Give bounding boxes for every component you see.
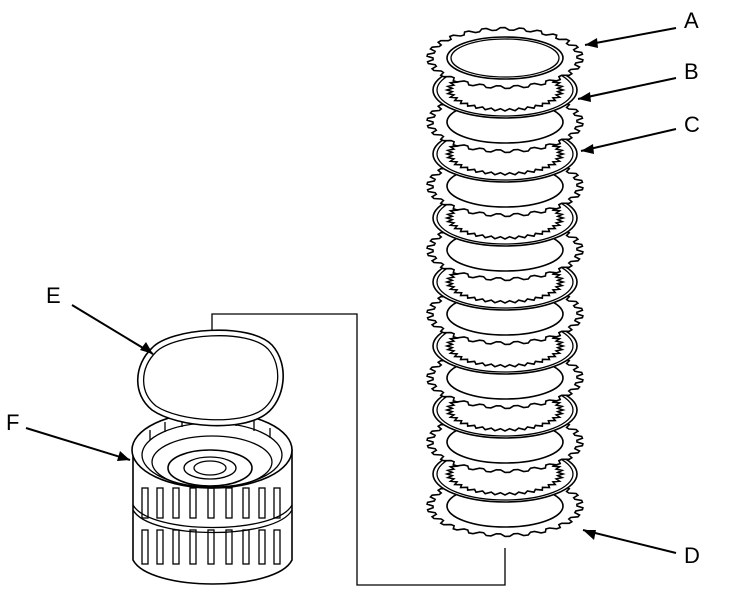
drum-slot xyxy=(258,487,266,519)
drum-slot xyxy=(242,487,250,519)
arrowhead-d xyxy=(583,530,596,540)
arrowhead-f xyxy=(117,451,130,461)
arrowhead-e xyxy=(140,342,153,354)
clutch-plate-stack xyxy=(426,26,584,538)
top-plate-inner-rim xyxy=(450,38,560,78)
arrowhead-b xyxy=(578,92,591,102)
clutch-plate-steel xyxy=(426,26,584,90)
callout-b: B xyxy=(684,59,699,84)
drum-slot xyxy=(141,529,149,565)
drum-slot xyxy=(189,529,197,565)
callout-d: D xyxy=(684,543,700,568)
leader-e xyxy=(71,304,154,355)
snap-ring xyxy=(137,329,284,427)
drum-slot xyxy=(156,487,164,519)
callout-e: E xyxy=(46,283,61,308)
drum-slot xyxy=(189,487,197,519)
drum-slot xyxy=(273,529,281,565)
drum-slot xyxy=(172,487,180,519)
callout-c: C xyxy=(684,112,700,137)
drum-slot xyxy=(207,529,215,565)
drum-slot xyxy=(225,487,233,519)
arrowhead-a xyxy=(585,38,598,48)
drum-slot xyxy=(258,529,266,565)
leader-b xyxy=(577,77,677,100)
drum-slot xyxy=(141,487,149,519)
drum-slot xyxy=(172,529,180,565)
drum-slot xyxy=(225,529,233,565)
drum-slot xyxy=(273,487,281,519)
drum-slot xyxy=(242,529,250,565)
drum-slot xyxy=(207,487,215,519)
drum-slot xyxy=(156,529,164,565)
arrowhead-c xyxy=(581,144,594,154)
connector-line xyxy=(211,313,506,586)
clutch-drum xyxy=(131,411,293,585)
callout-f: F xyxy=(6,410,19,435)
leader-a xyxy=(584,27,677,46)
callout-a: A xyxy=(684,8,699,33)
leader-c xyxy=(580,128,677,152)
leader-d xyxy=(582,529,677,554)
leader-f xyxy=(25,427,131,461)
